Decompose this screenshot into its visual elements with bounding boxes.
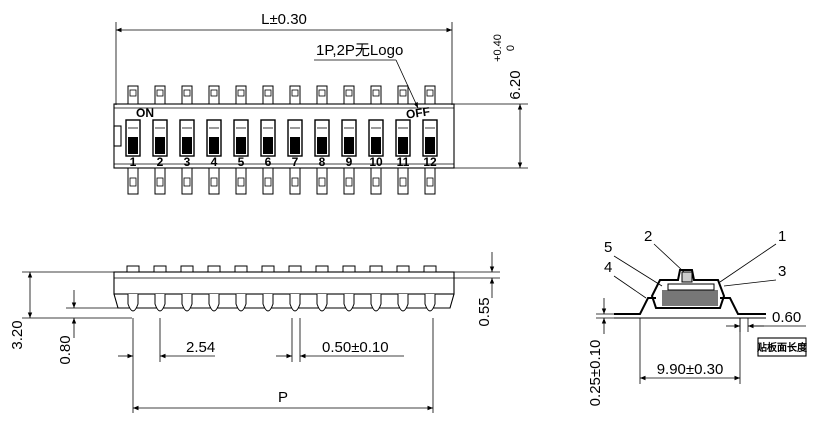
side-lead	[154, 294, 166, 312]
section-fill	[662, 290, 718, 306]
side-actuator-top	[153, 265, 167, 273]
note-box	[757, 337, 807, 357]
side-height-dimension: 3.20	[9, 320, 26, 349]
logo-note: 1P,2P无Logo	[316, 42, 403, 59]
overall-pitch-dimension: P	[278, 389, 288, 406]
side-view: 3.20 0.80 0.55 2.54 0.50±0.10 P	[9, 252, 500, 413]
actuator-knob	[182, 137, 192, 154]
actuator-knob	[236, 137, 246, 154]
lead-length-dimension: 0.60	[772, 309, 801, 326]
callout-1: 1	[778, 228, 786, 245]
position-number: 3	[184, 155, 191, 169]
side-actuator-top	[369, 265, 383, 273]
section-actuator	[681, 271, 693, 283]
actuator-knob	[317, 137, 327, 154]
standoff-dimension: 0.80	[57, 335, 74, 364]
callout-4: 4	[604, 259, 612, 276]
side-lead	[316, 294, 328, 312]
side-actuator-top	[288, 265, 302, 273]
position-number: 7	[292, 155, 299, 169]
side-actuator-top	[207, 265, 221, 273]
side-actuator-top	[126, 265, 140, 273]
callout-3: 3	[778, 263, 786, 280]
lead-width-dimension: 0.50±0.10	[322, 339, 389, 356]
side-leads	[127, 294, 436, 312]
actuator-slots	[125, 119, 438, 157]
body-notch	[113, 125, 122, 147]
position-number: 8	[319, 155, 326, 169]
side-lead	[235, 294, 247, 312]
side-actuator-top	[180, 265, 194, 273]
left-lead	[614, 297, 656, 315]
callout-2: 2	[644, 228, 652, 245]
side-lead	[397, 294, 409, 312]
side-lead	[181, 294, 193, 312]
off-label: OFF	[405, 104, 431, 121]
position-number: 1	[130, 155, 137, 169]
actuator-knob	[290, 137, 300, 154]
position-number: 5	[238, 155, 245, 169]
note-box-text: 贴板面长度	[756, 341, 808, 354]
height-dimension: 6.20	[507, 70, 524, 99]
side-actuator-top	[315, 265, 329, 273]
side-lead	[127, 294, 139, 312]
side-lead	[262, 294, 274, 312]
top-thickness-dimension: 0.55	[476, 297, 493, 326]
length-dimension: L±0.30	[261, 11, 307, 28]
top-pins	[127, 85, 436, 195]
actuator-knob	[371, 137, 381, 154]
side-lead	[208, 294, 220, 312]
pitch-dimension: 2.54	[186, 339, 215, 356]
actuator-knob	[398, 137, 408, 154]
actuator-knob	[209, 137, 219, 154]
on-label: ON	[136, 106, 154, 120]
height-tolerance-lower: 0	[505, 45, 517, 51]
section-view: 1 2 3 4 5 0.25±0.10 9.90±0.30 0.60 贴板面长度	[587, 228, 808, 406]
side-actuator-top	[261, 265, 275, 273]
actuator-knob	[155, 137, 165, 154]
span-dimension: 9.90±0.30	[657, 361, 724, 378]
position-number: 4	[211, 155, 218, 169]
side-body	[113, 271, 455, 295]
section-body	[650, 269, 726, 309]
position-number: 9	[346, 155, 353, 169]
side-lead	[370, 294, 382, 312]
side-actuator-top	[396, 265, 410, 273]
callout-5: 5	[604, 239, 612, 256]
side-actuator-top	[234, 265, 248, 273]
side-actuator-top	[342, 265, 356, 273]
position-number: 2	[157, 155, 164, 169]
right-lead	[720, 297, 766, 315]
side-lead	[343, 294, 355, 312]
position-number: 6	[265, 155, 272, 169]
position-number: 11	[397, 155, 410, 169]
actuator-knob	[344, 137, 354, 154]
side-actuator-tops	[126, 265, 437, 273]
position-number: 12	[423, 155, 437, 169]
actuator-knob	[128, 137, 138, 154]
position-number: 10	[369, 155, 383, 169]
actuator-knob	[425, 137, 435, 154]
height-tolerance-upper: +0.40	[492, 34, 504, 62]
side-lead	[424, 294, 436, 312]
lead-thickness-dimension: 0.25±0.10	[587, 340, 604, 407]
side-actuator-top	[423, 265, 437, 273]
actuator-knob	[263, 137, 273, 154]
side-lead	[289, 294, 301, 312]
